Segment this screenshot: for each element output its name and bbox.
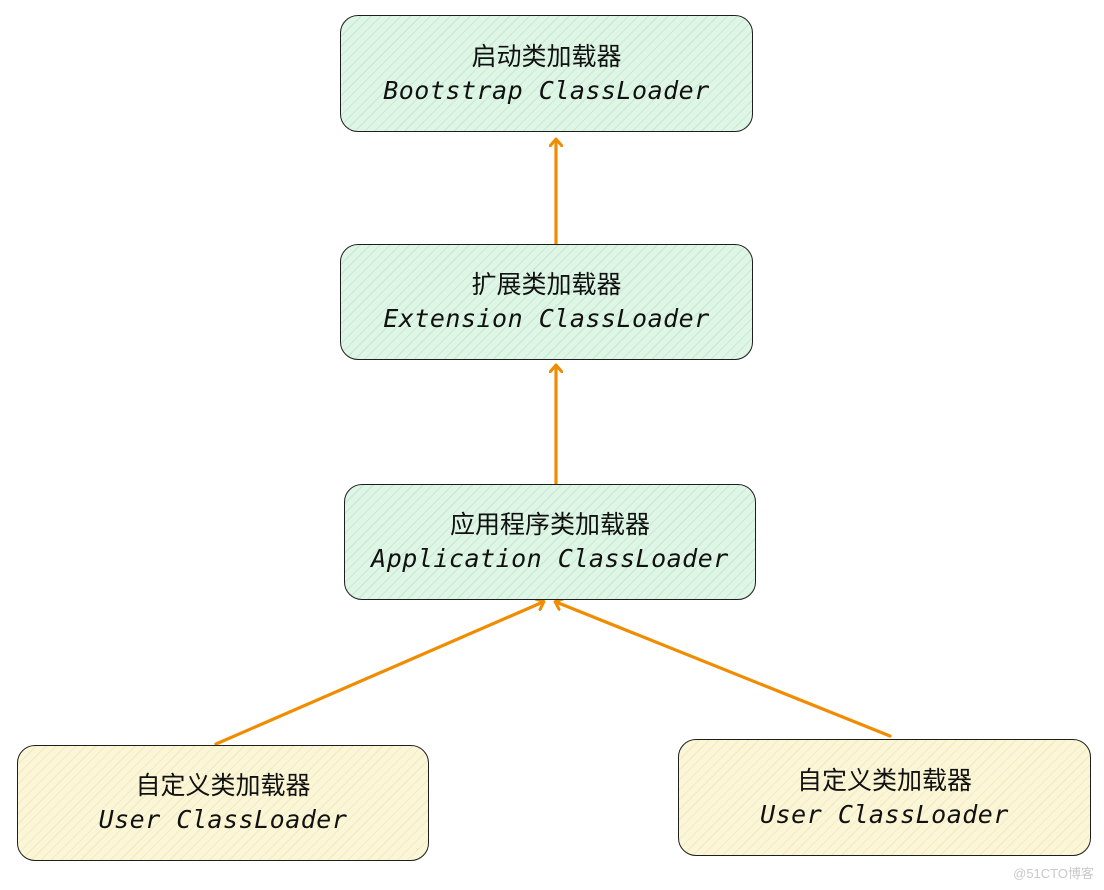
node-application-classloader: 应用程序类加载器 Application ClassLoader	[344, 484, 756, 600]
node-extension-en-label: Extension ClassLoader	[383, 304, 710, 333]
node-application-cn-label: 应用程序类加载器	[449, 510, 650, 539]
watermark-text: @51CTO博客	[1013, 866, 1094, 881]
arrow-user-left-to-application	[214, 602, 543, 746]
arrow-user-right-to-application	[556, 602, 892, 738]
node-bootstrap-cn-label: 启动类加载器	[471, 41, 622, 71]
node-user-left-en-label: User ClassLoader	[98, 805, 348, 834]
node-user-left-cn-label: 自定义类加载器	[135, 771, 311, 800]
node-user-classloader-left: 自定义类加载器 User ClassLoader	[17, 745, 429, 861]
node-extension-classloader: 扩展类加载器 Extension ClassLoader	[340, 244, 753, 360]
node-application-en-label: Application ClassLoader	[371, 544, 729, 573]
node-extension-cn-label: 扩展类加载器	[471, 270, 622, 299]
node-bootstrap-en-label: Bootstrap ClassLoader	[383, 75, 710, 105]
node-user-classloader-right: 自定义类加载器 User ClassLoader	[678, 739, 1091, 856]
node-bootstrap-classloader: 启动类加载器 Bootstrap ClassLoader	[340, 15, 753, 132]
node-user-right-en-label: User ClassLoader	[760, 799, 1009, 829]
node-user-right-cn-label: 自定义类加载器	[796, 765, 972, 795]
